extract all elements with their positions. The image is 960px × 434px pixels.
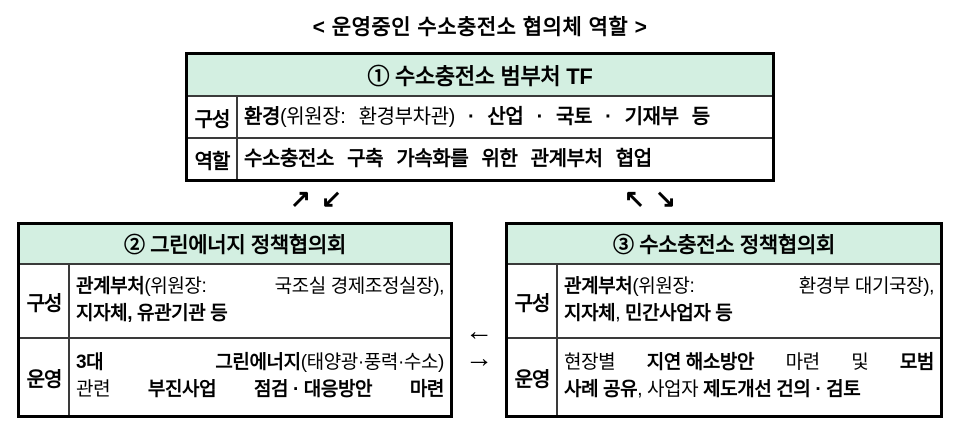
green-composition-cell: 관계부처(위원장:국조실 경제조정실장),지자체, 유관기관 등 — [76, 276, 444, 324]
arrow-right-icon: → — [465, 342, 493, 373]
tf-table-header: ① 수소충전소 범부처 TF — [188, 55, 772, 97]
connector-arrows-left: ↗ ↙ — [290, 184, 342, 214]
arrow-up-left-icon: ↖ — [624, 185, 645, 213]
row-label-composition: 구성 — [20, 265, 70, 337]
row-label-role: 역할 — [188, 139, 238, 179]
arrow-down-right-icon: ↘ — [654, 185, 676, 213]
row-label-operation: 운영 — [20, 339, 70, 415]
tf-composition-cell: 환경(위원장: 환경부차관) · 산업 · 국토 · 기재부 등 — [244, 105, 710, 128]
hydrogen-council-table: ③ 수소충전소 정책협의회 구성 관계부처(위원장:환경부 대기국장),지자체,… — [505, 222, 943, 418]
hydrogen-table-row-composition: 구성 관계부처(위원장:환경부 대기국장),지자체, 민간사업자 등 — [508, 265, 940, 337]
tf-role-cell: 수소충전소 구축 가속화를 위한 관계부처 협업 — [244, 147, 652, 170]
tf-table-row-composition: 구성 환경(위원장: 환경부차관) · 산업 · 국토 · 기재부 등 — [188, 97, 772, 137]
row-label-composition: 구성 — [508, 265, 558, 337]
row-label-composition: 구성 — [188, 97, 238, 137]
tf-table: ① 수소충전소 범부처 TF 구성 환경(위원장: 환경부차관) · 산업 · … — [185, 52, 775, 182]
hydrogen-table-header: ③ 수소충전소 정책협의회 — [508, 225, 940, 265]
green-table-header: ② 그린에너지 정책협의회 — [20, 225, 450, 265]
connector-arrows-right: ↖ ↘ — [624, 184, 676, 214]
green-table-row-composition: 구성 관계부처(위원장:국조실 경제조정실장),지자체, 유관기관 등 — [20, 265, 450, 337]
row-label-operation: 운영 — [508, 339, 558, 415]
hydrogen-composition-cell: 관계부처(위원장:환경부 대기국장),지자체, 민간사업자 등 — [564, 276, 934, 324]
tf-table-row-role: 역할 수소충전소 구축 가속화를 위한 관계부처 협업 — [188, 137, 772, 179]
diagram-title: < 운영중인 수소충전소 협의체 역할 > — [312, 16, 648, 39]
arrow-up-right-icon: ↗ — [290, 185, 311, 213]
green-energy-council-table: ② 그린에너지 정책협의회 구성 관계부처(위원장:국조실 경제조정실장),지자… — [17, 222, 453, 418]
arrow-down-left-icon: ↙ — [320, 185, 342, 213]
exchange-arrows: ← → — [455, 315, 503, 373]
arrow-left-icon: ← — [465, 315, 493, 346]
